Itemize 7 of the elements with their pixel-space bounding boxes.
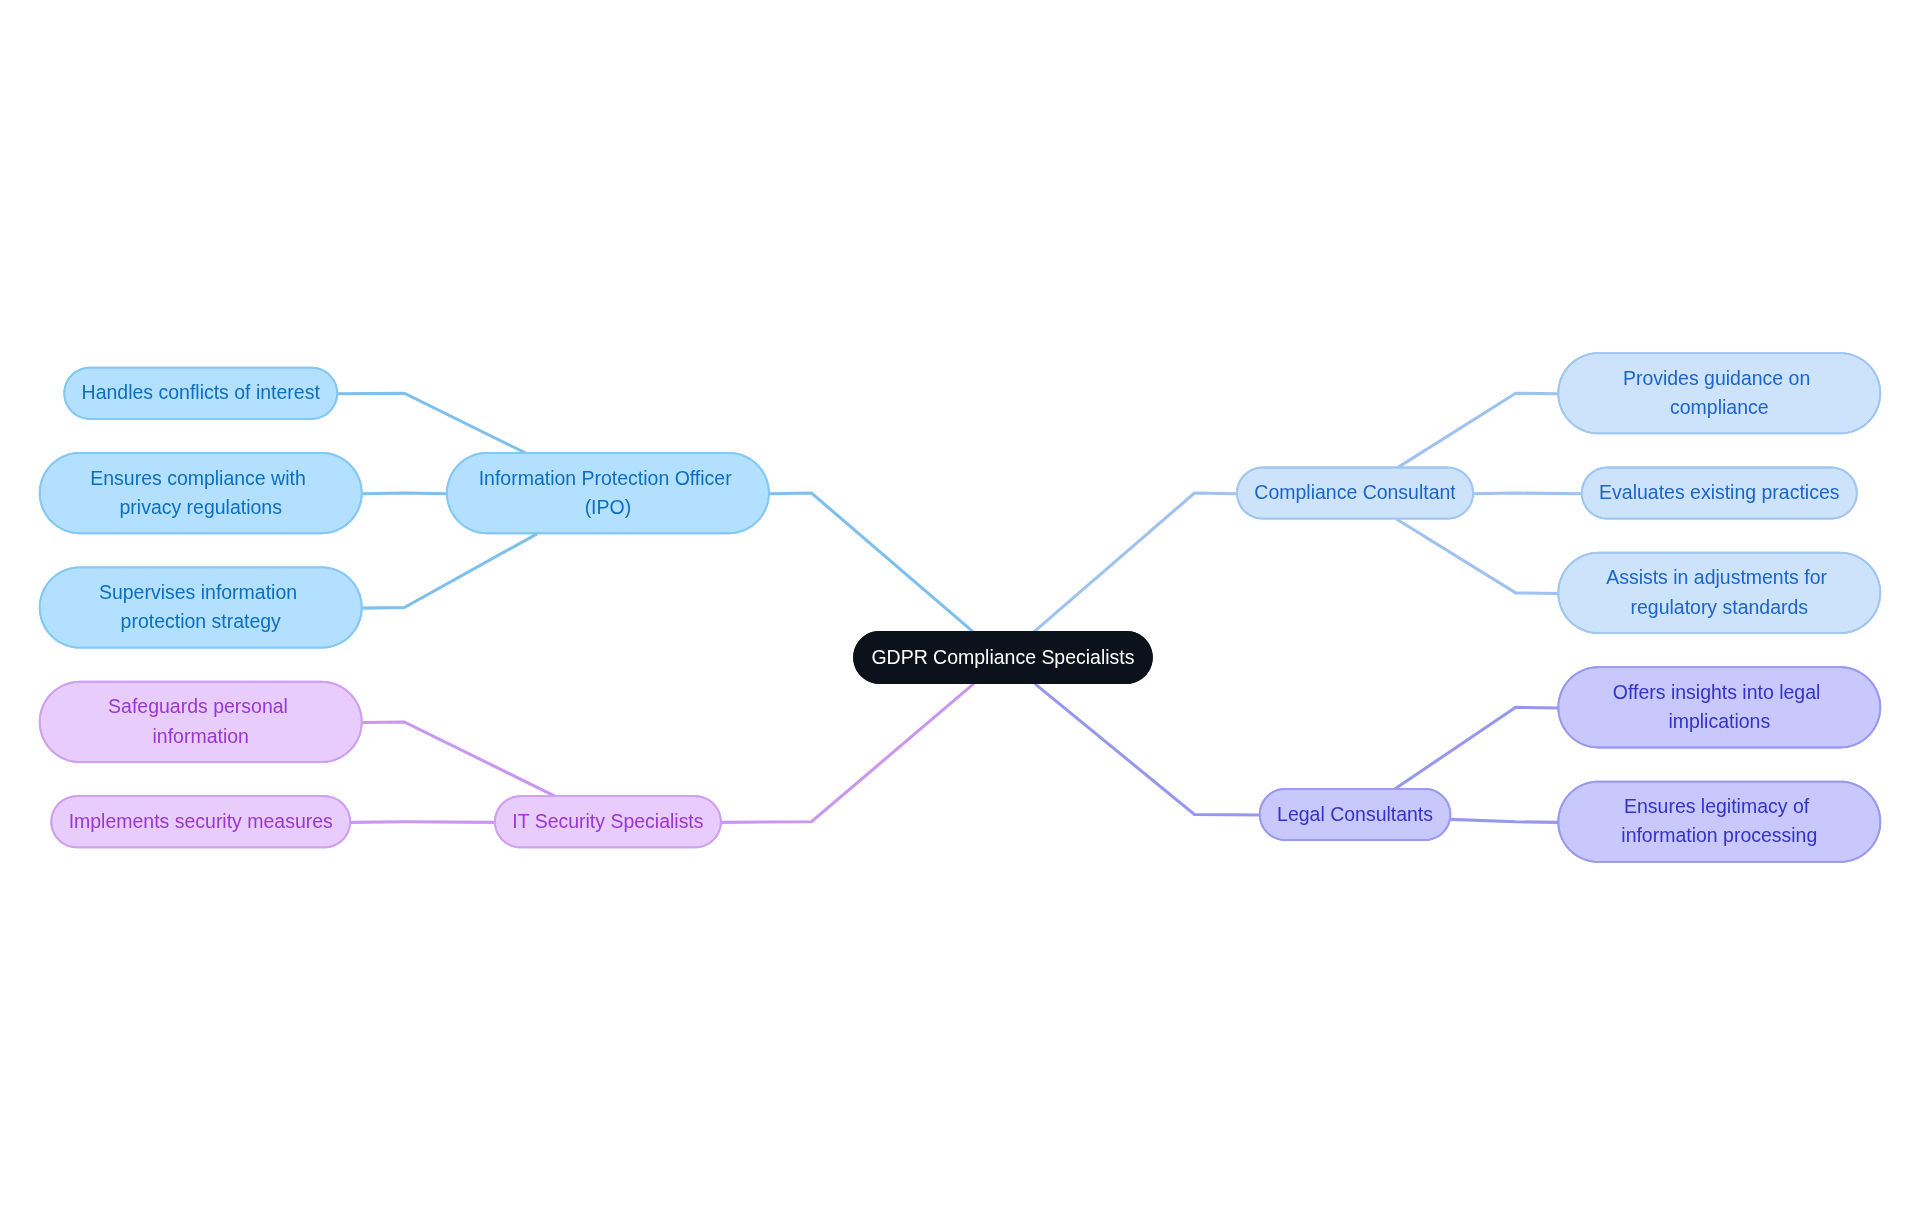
connector (362, 491, 448, 496)
connector (721, 682, 975, 824)
connector (362, 532, 538, 610)
connector (1396, 517, 1559, 595)
connector (350, 820, 496, 824)
connector (1450, 817, 1559, 824)
connector (1473, 491, 1583, 496)
